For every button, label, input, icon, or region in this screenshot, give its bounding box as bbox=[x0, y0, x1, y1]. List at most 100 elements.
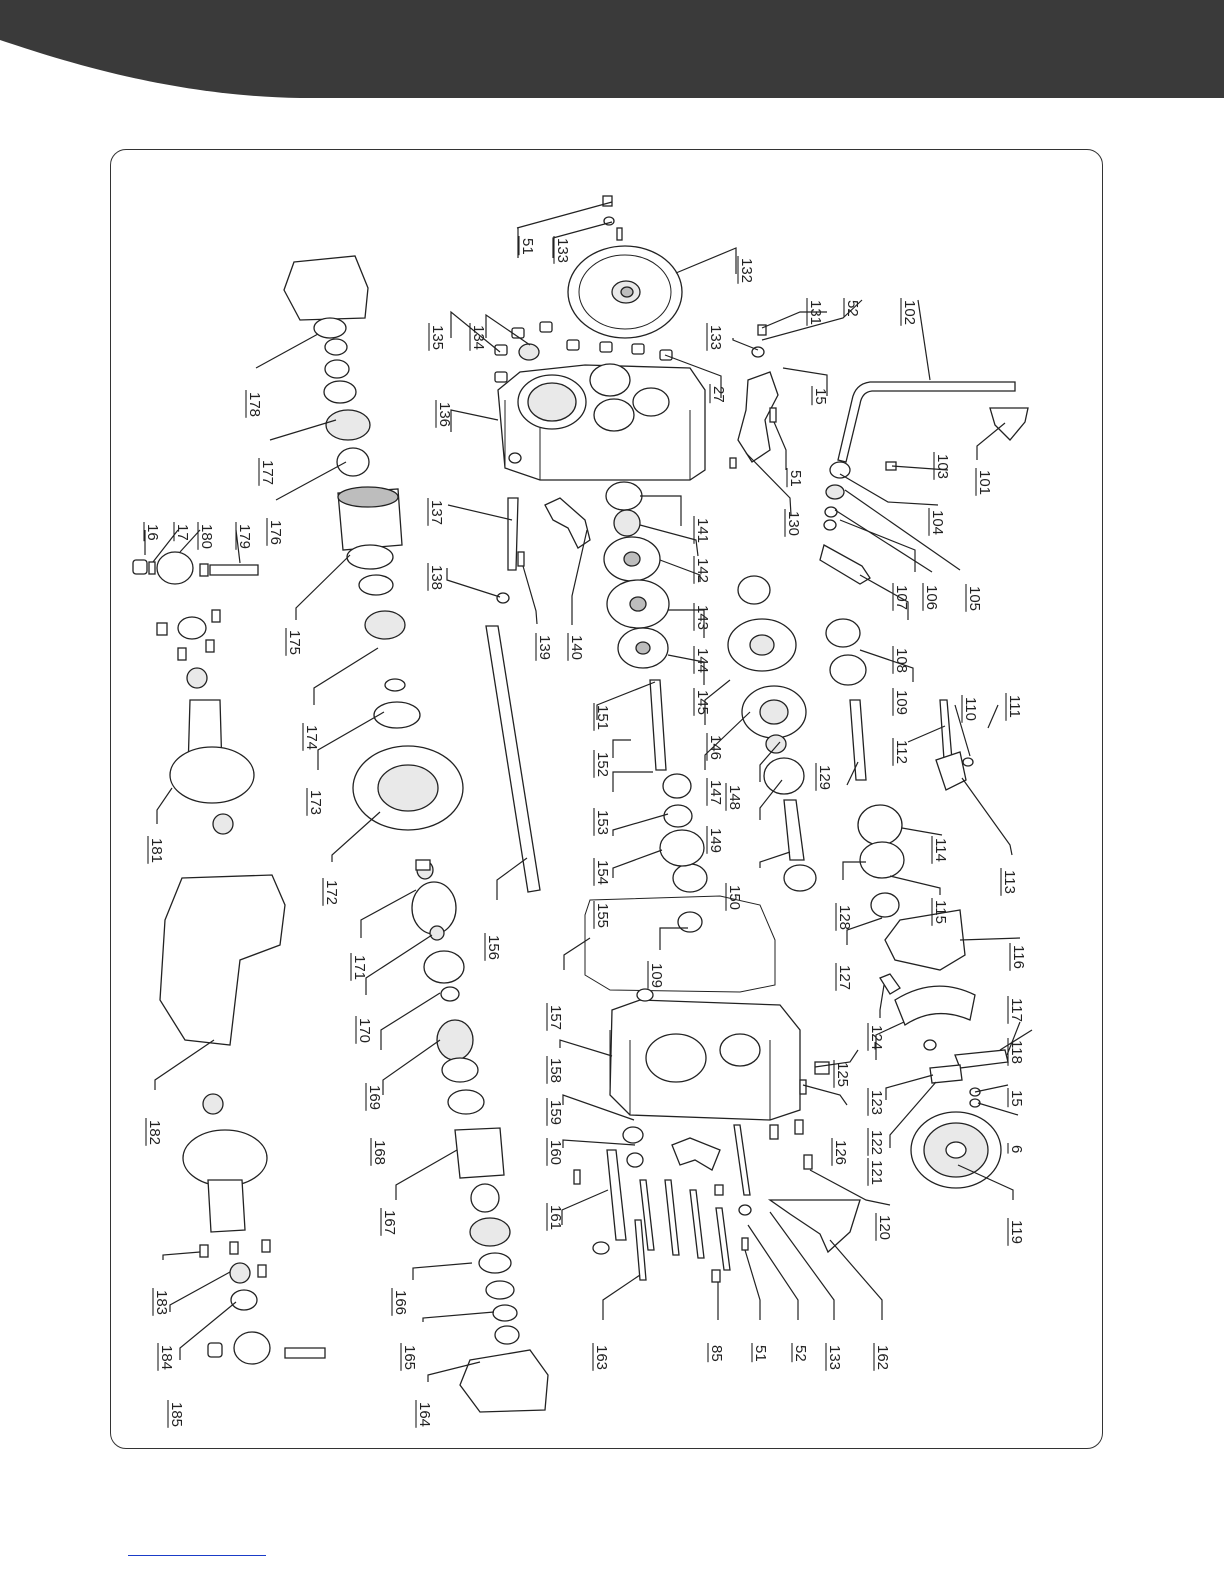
part-callout-127: 127 bbox=[836, 965, 853, 990]
part-callout-183: 183 bbox=[153, 1290, 170, 1315]
part-callout-122: 122 bbox=[868, 1130, 885, 1155]
part-callout-150: 150 bbox=[726, 885, 743, 910]
part-callout-139: 139 bbox=[536, 635, 553, 660]
part-callout-169: 169 bbox=[366, 1085, 383, 1110]
parts-drawing bbox=[132, 195, 1029, 1413]
part-callout-143: 143 bbox=[694, 605, 711, 630]
part-callout-184: 184 bbox=[158, 1345, 175, 1370]
part-callout-146: 146 bbox=[707, 735, 724, 760]
part-callout-124: 124 bbox=[868, 1025, 885, 1050]
gasket bbox=[584, 895, 776, 993]
part-callout-51: 51 bbox=[752, 1345, 769, 1362]
part-callout-15: 15 bbox=[1008, 1090, 1025, 1107]
part-callout-172: 172 bbox=[323, 880, 340, 905]
part-callout-154: 154 bbox=[594, 860, 611, 885]
part-callout-156: 156 bbox=[485, 935, 502, 960]
part-callout-111: 111 bbox=[1006, 695, 1023, 718]
part-callout-179: 179 bbox=[236, 524, 253, 549]
right-gears bbox=[659, 734, 905, 893]
bracket bbox=[729, 324, 779, 469]
part-callout-51: 51 bbox=[519, 238, 536, 255]
part-callout-129: 129 bbox=[816, 765, 833, 790]
pulley-bolt bbox=[602, 195, 623, 241]
housing-cover bbox=[159, 874, 286, 1046]
part-callout-174: 174 bbox=[303, 725, 320, 750]
part-callout-27: 27 bbox=[710, 386, 727, 403]
part-callout-17: 17 bbox=[174, 524, 191, 541]
part-callout-133: 133 bbox=[826, 1345, 843, 1370]
part-callout-134: 134 bbox=[470, 325, 487, 350]
part-callout-121: 121 bbox=[868, 1160, 885, 1185]
part-callout-145: 145 bbox=[694, 690, 711, 715]
part-callout-113: 113 bbox=[1001, 870, 1018, 894]
part-callout-155: 155 bbox=[594, 903, 611, 928]
part-callout-116: 116 bbox=[1010, 945, 1027, 969]
part-callout-6: 6 bbox=[1008, 1145, 1025, 1153]
lever-handle bbox=[989, 407, 1029, 441]
part-callout-101: 101 bbox=[976, 470, 993, 495]
part-callout-170: 170 bbox=[356, 1018, 373, 1043]
part-callout-128: 128 bbox=[836, 905, 853, 930]
part-callout-151: 151 bbox=[594, 705, 611, 730]
output-hub-upper bbox=[132, 551, 259, 835]
part-callout-159: 159 bbox=[547, 1100, 564, 1125]
part-callout-138: 138 bbox=[428, 565, 445, 590]
part-callout-168: 168 bbox=[371, 1140, 388, 1165]
part-callout-152: 152 bbox=[594, 752, 611, 777]
output-hub-lower bbox=[182, 1093, 326, 1365]
part-callout-137: 137 bbox=[428, 500, 445, 525]
header-banner-shape bbox=[0, 0, 1224, 98]
part-callout-132: 132 bbox=[738, 258, 755, 283]
leader-lines bbox=[144, 201, 1033, 1382]
part-callout-126: 126 bbox=[832, 1140, 849, 1165]
shifter-fork bbox=[544, 497, 591, 549]
part-callout-109: 109 bbox=[648, 963, 665, 988]
housing-nuts bbox=[494, 321, 673, 383]
lower-bolts bbox=[634, 1119, 813, 1283]
lower-housing bbox=[609, 988, 801, 1168]
part-callout-130: 130 bbox=[785, 511, 802, 536]
part-callout-144: 144 bbox=[694, 648, 711, 673]
part-callout-125: 125 bbox=[834, 1062, 851, 1087]
part-callout-158: 158 bbox=[547, 1058, 564, 1083]
footer-rule bbox=[128, 1555, 266, 1557]
main-shafts bbox=[485, 497, 541, 893]
part-callout-157: 157 bbox=[547, 1005, 564, 1030]
part-callout-85: 85 bbox=[708, 1345, 725, 1362]
part-callout-106: 106 bbox=[923, 585, 940, 610]
part-callout-104: 104 bbox=[929, 510, 946, 535]
part-callout-117: 117 bbox=[1008, 998, 1025, 1022]
part-callout-185: 185 bbox=[168, 1402, 185, 1427]
part-callout-182: 182 bbox=[146, 1120, 163, 1145]
part-callout-175: 175 bbox=[286, 630, 303, 655]
part-callout-109: 109 bbox=[893, 690, 910, 715]
part-callout-162: 162 bbox=[874, 1345, 891, 1370]
part-callout-103: 103 bbox=[934, 454, 951, 479]
part-callout-112: 112 bbox=[893, 740, 910, 764]
part-callout-176: 176 bbox=[267, 520, 284, 545]
part-callout-166: 166 bbox=[392, 1290, 409, 1315]
part-callout-107: 107 bbox=[893, 585, 910, 610]
part-callout-167: 167 bbox=[381, 1210, 398, 1235]
mount-bracket bbox=[767, 1199, 861, 1254]
part-callout-16: 16 bbox=[144, 524, 161, 541]
part-callout-140: 140 bbox=[568, 635, 585, 660]
part-callout-161: 161 bbox=[547, 1205, 564, 1230]
part-callout-135: 135 bbox=[429, 325, 446, 350]
diagram-frame bbox=[110, 149, 1103, 1449]
part-callout-120: 120 bbox=[876, 1215, 893, 1240]
part-callout-102: 102 bbox=[901, 300, 918, 325]
part-callout-52: 52 bbox=[792, 1345, 809, 1362]
part-callout-119: 119 bbox=[1008, 1220, 1025, 1244]
part-callout-114: 114 bbox=[932, 838, 949, 862]
part-callout-160: 160 bbox=[547, 1140, 564, 1165]
part-callout-118: 118 bbox=[1008, 1040, 1025, 1064]
part-callout-165: 165 bbox=[401, 1345, 418, 1370]
part-callout-133: 133 bbox=[554, 238, 571, 263]
part-callout-51: 51 bbox=[787, 470, 804, 487]
part-callout-142: 142 bbox=[694, 558, 711, 583]
part-callout-141: 141 bbox=[694, 518, 711, 543]
part-callout-177: 177 bbox=[259, 460, 276, 485]
